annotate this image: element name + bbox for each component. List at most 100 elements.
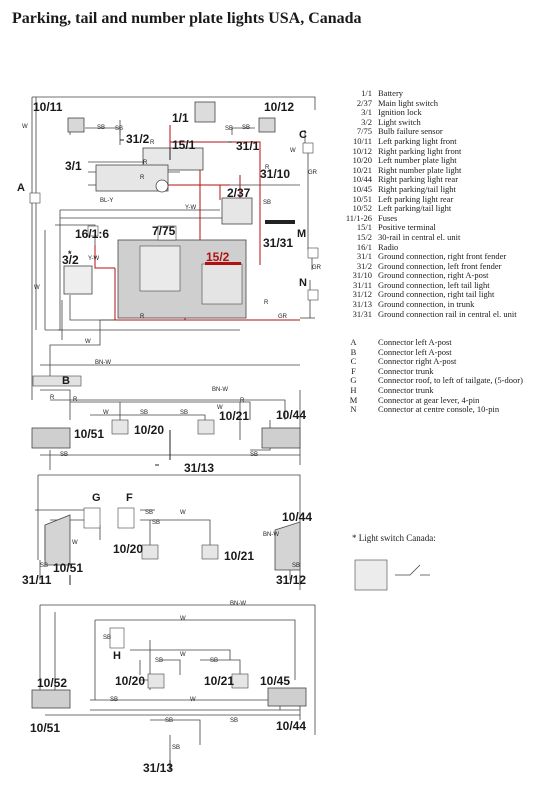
legend-code: 10/51	[352, 193, 372, 204]
label-10-20-b: 10/20	[113, 542, 144, 556]
label-10-52: 10/52	[37, 676, 68, 690]
label-2-37: 2/37	[227, 186, 251, 200]
label-10-20-a: 10/20	[134, 423, 165, 437]
wire-label: SB	[145, 510, 154, 516]
wire-label: SB	[60, 452, 69, 458]
wire-label: SB	[225, 126, 234, 132]
legend-code: 10/45	[352, 183, 372, 194]
wire-label: SB	[180, 410, 189, 416]
legend-text: Ground connection, left tail light	[378, 279, 490, 290]
wire-label: GR	[278, 314, 287, 320]
legend-code: 10/20	[352, 155, 372, 166]
connector-h-label: H	[113, 650, 121, 662]
connector-n-label: N	[299, 277, 307, 289]
legend-text: Left number plate light	[378, 155, 457, 166]
legend-text: Left parking light rear	[378, 193, 454, 204]
wire-label: W	[180, 510, 186, 516]
legend-code: 2/37	[356, 97, 372, 108]
legend-text: Fuses	[378, 212, 398, 223]
legend-code: 15/2	[356, 231, 372, 242]
wire-label: BN-W	[230, 601, 246, 607]
wire-label: SB	[155, 658, 164, 664]
legend-code: 31/1	[356, 251, 372, 262]
wire-label: W	[290, 148, 296, 154]
legend-text: Light switch	[378, 116, 421, 127]
legend-row: 10/45 Right parking/tail light	[335, 183, 517, 195]
wire-label: R	[140, 314, 145, 320]
legend-text: Ground connection, right tail light	[378, 289, 495, 300]
label-31-2: 31/2	[126, 132, 150, 146]
legend-code: 31/11	[352, 279, 372, 290]
connector-m-label: M	[297, 228, 307, 240]
label-10-12: 10/12	[264, 100, 295, 114]
legend-code: 31/10	[352, 270, 372, 281]
wire-label: SB	[103, 635, 112, 641]
wire-label: Y-W	[185, 205, 197, 211]
wire-label: Y-W	[88, 256, 100, 262]
label-10-20-c: 10/20	[115, 674, 146, 688]
legend-text: Connector trunk	[378, 365, 434, 376]
wire-label: SB	[172, 745, 181, 751]
label-31-1: 31/1	[236, 139, 260, 153]
wire-label: BN-W	[95, 360, 111, 366]
legend-code: 3/2	[361, 116, 372, 127]
legend-text: Ignition lock	[378, 107, 422, 118]
wire-label: BN-W	[212, 387, 228, 393]
page-title: Parking, tail and number plate lights US…	[12, 10, 362, 27]
legend-text: Right number plate light	[378, 164, 462, 175]
label-10-51-b: 10/51	[53, 561, 84, 575]
legend-code: 31/2	[356, 260, 372, 271]
legend-text: Connector roof, to left of tailgate, (5-…	[378, 375, 523, 386]
wire-label: W	[190, 697, 196, 703]
wire-label: BN-W	[263, 532, 279, 538]
wire-label: W	[34, 285, 40, 291]
label-10-51-a: 10/51	[74, 427, 105, 441]
label-31-10: 31/10	[260, 167, 291, 181]
label-15-2: 15/2	[206, 250, 230, 264]
wire-label: R	[240, 398, 245, 404]
label-31-11: 31/11	[22, 573, 52, 587]
connector-a-label: A	[17, 182, 25, 194]
legend-row: 10/20 Left number plate light	[335, 156, 517, 166]
wire-label: SB	[242, 125, 251, 131]
legend-code: B	[350, 346, 357, 357]
connector-b-label: B	[62, 375, 70, 387]
legend-text: Right parking/tail light	[378, 183, 456, 194]
legend-text: Positive terminal	[378, 222, 436, 233]
legend-code: F	[351, 365, 356, 376]
label-31-13-b: 31/13	[143, 761, 174, 775]
legend-text: Connector left A-post	[378, 337, 452, 347]
wire-label: SB	[210, 658, 219, 664]
wire-label: SB	[40, 563, 49, 569]
wire-label: W	[85, 339, 91, 345]
legend-text: Radio	[378, 241, 399, 252]
wire-label: GR	[312, 265, 321, 271]
wire-label: SB	[292, 563, 301, 569]
legend-code: 10/11	[352, 135, 372, 146]
legend-code: 15/1	[356, 222, 372, 233]
wire-label: SB	[97, 125, 106, 131]
label-31-12: 31/12	[276, 573, 307, 587]
label-10-51-c: 10/51	[30, 721, 61, 735]
legend-text: Connector trunk	[378, 384, 434, 395]
wire-label: R	[264, 300, 269, 306]
wire-label: W	[72, 540, 78, 546]
wire-label: W	[217, 405, 223, 411]
legend-code: M	[349, 394, 358, 405]
legend-text: Ground connection, in trunk	[378, 299, 475, 310]
